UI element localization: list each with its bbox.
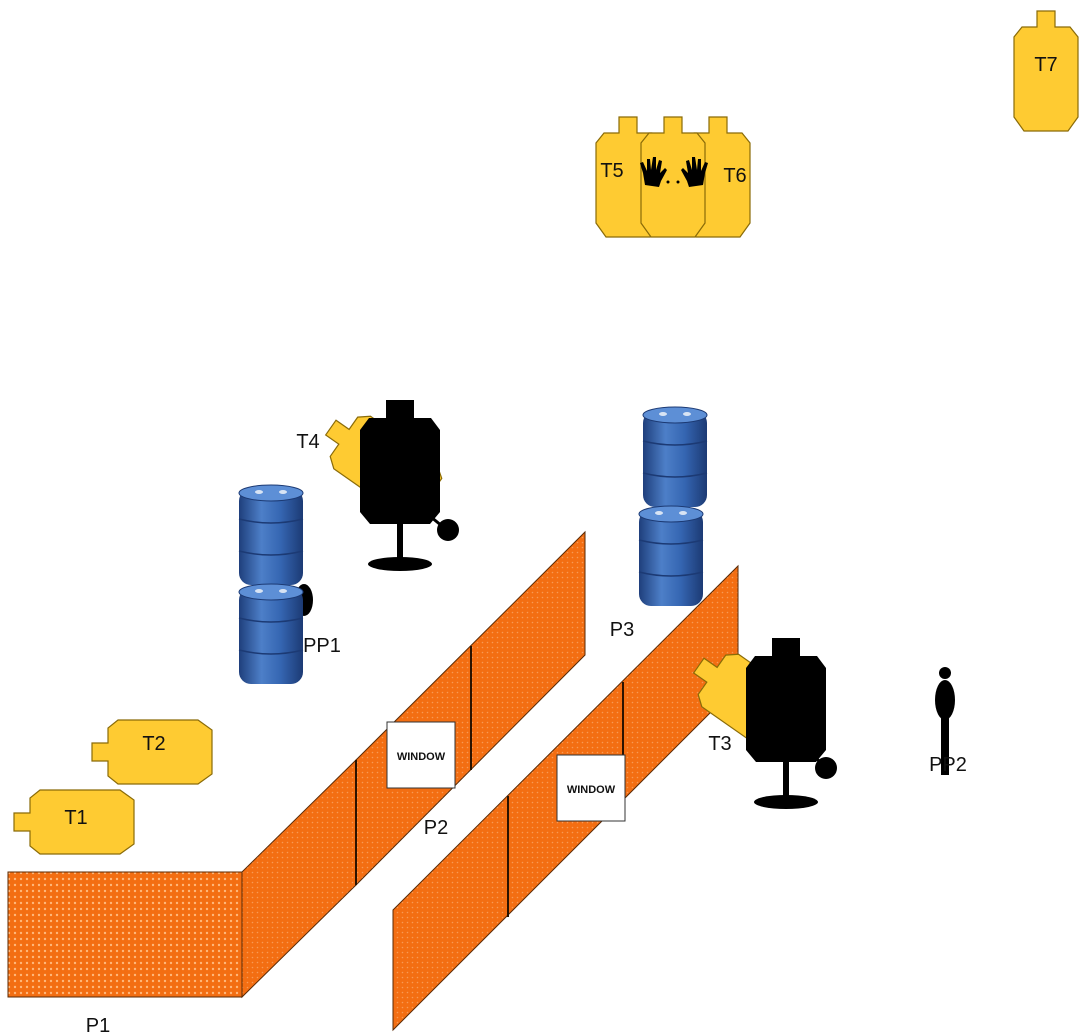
label-t7: T7 xyxy=(1034,54,1057,76)
label-p1: P1 xyxy=(86,1015,110,1036)
label-t6: T6 xyxy=(723,165,746,187)
target-t3: T3 xyxy=(679,638,837,809)
label-t5: T5 xyxy=(600,160,623,182)
target-t1: T1 xyxy=(13,789,135,855)
svg-text:WINDOW: WINDOW xyxy=(397,751,446,763)
popper-pp2: PP2 xyxy=(929,667,967,776)
barrel-stack-left: PP1 xyxy=(238,484,341,685)
label-pp2: PP2 xyxy=(929,754,967,776)
label-t1: T1 xyxy=(64,807,87,829)
svg-text:WINDOW: WINDOW xyxy=(567,784,616,796)
label-p2: P2 xyxy=(424,817,448,839)
target-t7: T7 xyxy=(1013,10,1079,132)
label-t4: T4 xyxy=(296,431,319,453)
wall-p1: P1 xyxy=(7,758,357,1036)
target-group-t5-t6: T5 T6 xyxy=(595,116,751,238)
label-t3: T3 xyxy=(708,733,731,755)
target-t2: T2 xyxy=(91,719,213,785)
window-a: WINDOW xyxy=(386,721,456,789)
black-popper-target xyxy=(746,638,837,809)
black-popper-target xyxy=(360,400,459,571)
wall-p2: WINDOW P2 xyxy=(355,530,586,887)
label-t2: T2 xyxy=(142,733,165,755)
target-t4: T4 xyxy=(296,400,459,571)
barrel-stack-right: P3 xyxy=(610,406,708,641)
label-p3: P3 xyxy=(610,619,634,641)
label-pp1: PP1 xyxy=(303,635,341,657)
window-b: WINDOW xyxy=(556,754,626,822)
